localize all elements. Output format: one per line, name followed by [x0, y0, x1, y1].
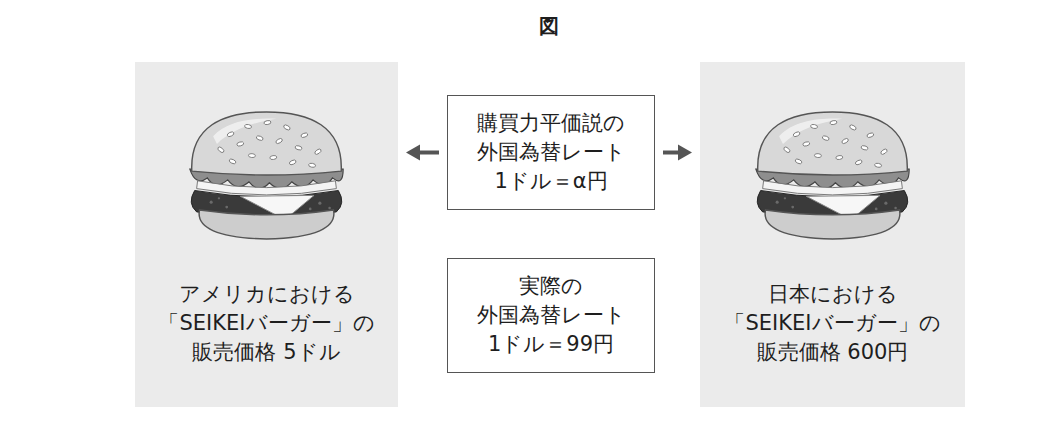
price-panel: アメリカにおける 「SEIKEIバーガー」の 販売価格 5ドル [135, 62, 398, 407]
onion-slice [197, 181, 337, 195]
rate-box: 実際の 外国為替レート 1ドル＝99円 [447, 258, 655, 373]
sesame-seeds [783, 120, 888, 168]
price-label: 日本における 「SEIKEIバーガー」の 販売価格 600円 [715, 280, 951, 367]
text-holder: 購買力平価説の 外国為替レート 1ドル＝α円 [469, 109, 633, 196]
arrow-head [406, 145, 420, 161]
arrow-connector [406, 145, 439, 161]
bottom-bun [199, 210, 334, 239]
bun-highlight [213, 119, 276, 144]
arrow-head [678, 145, 692, 161]
text-holder: アメリカにおける 「SEIKEIバーガー」の 販売価格 5ドル [135, 280, 398, 367]
bottom-bun [765, 210, 900, 239]
rate-box: 購買力平価説の 外国為替レート 1ドル＝α円 [447, 95, 655, 210]
sesame-seeds [217, 120, 322, 168]
top-bun [192, 112, 342, 175]
text-holder: 日本における 「SEIKEIバーガー」の 販売価格 600円 [700, 280, 965, 367]
rate-label: 実際の 外国為替レート 1ドル＝99円 [469, 272, 633, 359]
burger-illustration [750, 106, 915, 244]
text-holder: 実際の 外国為替レート 1ドル＝99円 [469, 272, 633, 359]
rate-label: 購買力平価説の 外国為替レート 1ドル＝α円 [469, 109, 633, 196]
burger-illustration [184, 106, 349, 244]
onion-slice [763, 181, 903, 195]
arrow-connector [663, 145, 692, 161]
price-label: アメリカにおける 「SEIKEIバーガー」の 販売価格 5ドル [149, 280, 385, 367]
arrow-line [418, 151, 439, 155]
top-bun [758, 112, 908, 175]
bun-highlight [779, 119, 842, 144]
arrow-line [663, 151, 680, 155]
price-panel: 日本における 「SEIKEIバーガー」の 販売価格 600円 [700, 62, 965, 407]
figure-title: 図 [0, 13, 1063, 40]
